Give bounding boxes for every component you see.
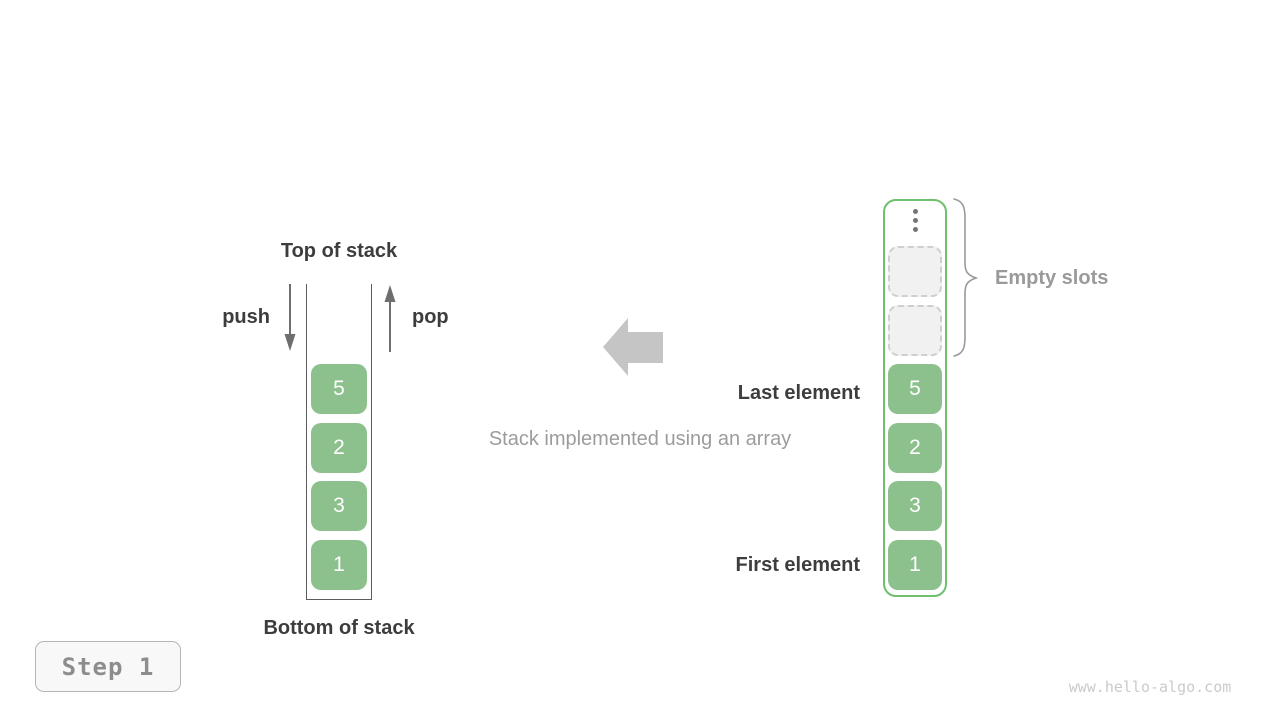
array-element: 2: [888, 423, 942, 473]
stack-element: 1: [311, 540, 367, 590]
vertical-ellipsis-icon: [913, 209, 918, 232]
stack-element: 3: [311, 481, 367, 531]
stack-top-label: Top of stack: [280, 240, 398, 262]
stack-container: [306, 284, 372, 600]
array-element: 5: [888, 364, 942, 414]
stack-bottom-label: Bottom of stack: [263, 617, 415, 639]
curly-brace-right-icon: [953, 198, 979, 357]
empty-slot: [888, 305, 942, 356]
arrow-left-icon: [603, 318, 663, 376]
array-element: 1: [888, 540, 942, 590]
empty-slots-label: Empty slots: [995, 267, 1109, 289]
step-badge: Step 1: [35, 641, 181, 692]
diagram-caption: Stack implemented using an array: [488, 428, 792, 450]
array-element: 3: [888, 481, 942, 531]
empty-slot: [888, 246, 942, 297]
last-element-label: Last element: [737, 382, 860, 404]
watermark: www.hello-algo.com: [1068, 678, 1232, 696]
push-label: push: [222, 306, 270, 328]
first-element-label: First element: [735, 554, 860, 576]
stack-element: 2: [311, 423, 367, 473]
stack-element: 5: [311, 364, 367, 414]
pop-arrow-up-icon: [384, 285, 396, 352]
push-arrow-down-icon: [284, 284, 296, 351]
pop-label: pop: [412, 306, 449, 328]
